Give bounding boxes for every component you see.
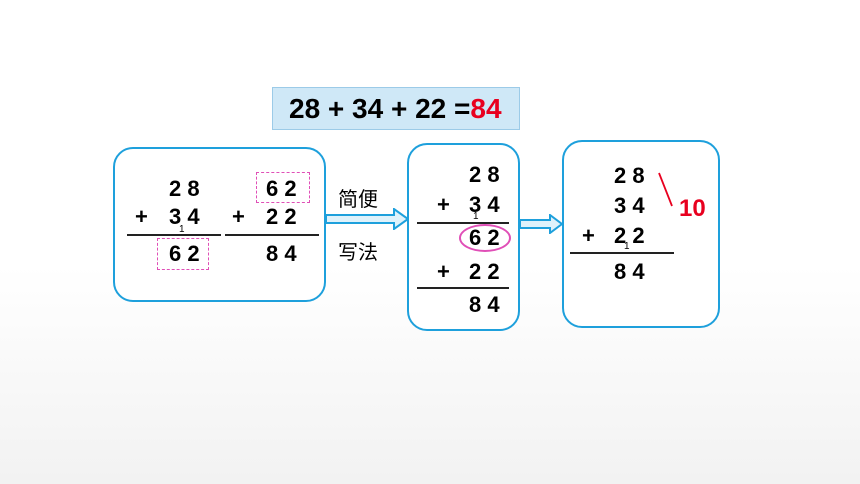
equation-expression: 28 + 34 + 22 = <box>289 92 471 124</box>
p2-carry: 1 <box>473 211 479 222</box>
calc1-carry: 1 <box>179 224 185 235</box>
p3-row3: 2 2 <box>614 223 645 248</box>
calc1-result: 6 2 <box>169 241 200 266</box>
p3-carry: 1 <box>624 241 630 252</box>
p2-line2 <box>417 287 509 289</box>
equation-answer: 84 <box>470 92 502 124</box>
p3-row2: 3 4 <box>614 193 645 218</box>
p3-row1: 2 8 <box>614 163 645 188</box>
calc2-top: 6 2 <box>266 176 297 201</box>
p2-partial: 6 2 <box>469 225 500 250</box>
p2-row1: 2 8 <box>469 162 500 187</box>
calc1-line <box>127 234 221 236</box>
p2-operator2: + <box>437 259 450 284</box>
arrow-label-bottom: 写法 <box>338 240 378 264</box>
p2-row2: 3 4 <box>469 192 500 217</box>
p2-operator1: + <box>437 192 450 217</box>
right-arrow-icon <box>326 208 410 230</box>
calc1-operator: + <box>135 204 148 229</box>
arrow-label-top: 简便 <box>338 187 378 211</box>
equation-banner: 28 + 34 + 22 =84 <box>272 87 520 130</box>
sum-ten-note: 10 <box>679 195 706 222</box>
p3-result: 8 4 <box>614 259 645 284</box>
calc1-top: 2 8 <box>169 176 200 201</box>
p2-result: 8 4 <box>469 292 500 317</box>
right-arrow-icon <box>520 214 564 234</box>
calc1-result-box <box>157 238 209 270</box>
calc1-bottom: 3 4 <box>169 204 200 229</box>
calc2-line <box>225 234 319 236</box>
p2-partial-circle <box>459 224 511 252</box>
calc2-bottom: 2 2 <box>266 204 297 229</box>
calc2-result: 8 4 <box>266 241 297 266</box>
calc2-top-box <box>256 172 310 203</box>
panel-simplified-form: 2 8 + 3 4 1 6 2 + 2 2 8 4 <box>407 143 520 331</box>
p3-operator: + <box>582 223 595 248</box>
panel-column-form: 2 8 3 4 + 2 2 1 8 4 <box>562 140 720 328</box>
pairing-line-icon <box>658 172 673 207</box>
p2-row3: 2 2 <box>469 259 500 284</box>
p2-line1 <box>417 222 509 224</box>
calc2-operator: + <box>232 204 245 229</box>
panel-step-by-step: 2 8 + 3 4 1 6 2 6 2 + 2 2 8 4 <box>113 147 326 302</box>
p3-line <box>570 252 674 254</box>
